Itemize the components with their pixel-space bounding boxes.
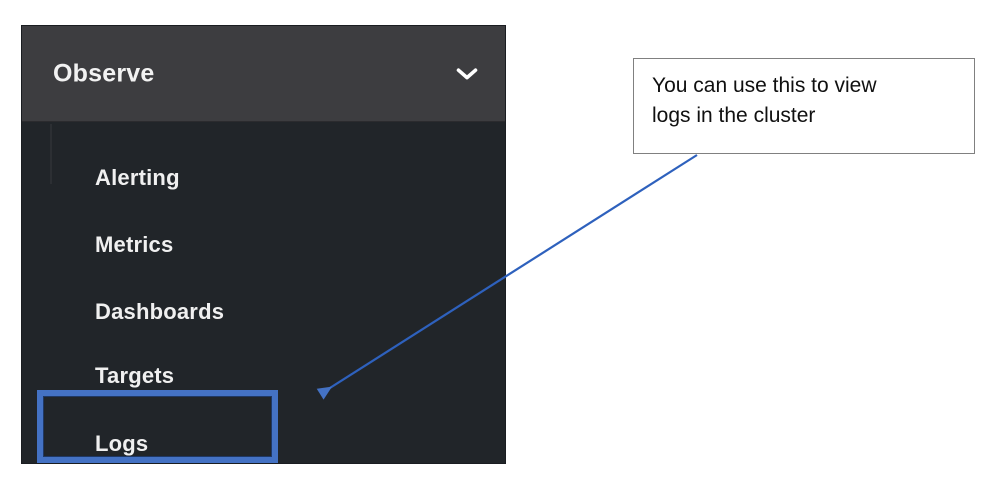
annotation-callout-line1: You can use this to view [652,74,877,97]
sidebar-item-label: Metrics [95,232,174,257]
sidebar-item-dashboards[interactable]: Dashboards [22,295,505,329]
observe-nav-panel: Observe Alerting Metrics Dashboards Targ… [22,26,505,463]
sidebar-item-logs[interactable]: Logs [22,427,505,461]
chevron-down-icon[interactable] [455,62,479,86]
sidebar-item-label: Alerting [95,165,180,190]
sidebar-item-alerting[interactable]: Alerting [22,161,505,195]
sidebar-item-label: Targets [95,363,175,388]
sidebar-item-metrics[interactable]: Metrics [22,228,505,262]
nav-indent-rule [50,124,52,184]
annotation-callout: You can use this to view logs in the clu… [633,58,975,154]
page-title: Observe [53,59,155,87]
annotation-callout-line2: logs in the cluster [652,104,816,127]
sidebar-item-label: Logs [95,431,149,456]
sidebar-item-targets[interactable]: Targets [22,359,505,393]
sidebar-item-label: Dashboards [95,299,225,324]
observe-nav-header[interactable]: Observe [22,26,505,122]
observe-nav-items: Alerting Metrics Dashboards Targets Logs [22,122,505,463]
